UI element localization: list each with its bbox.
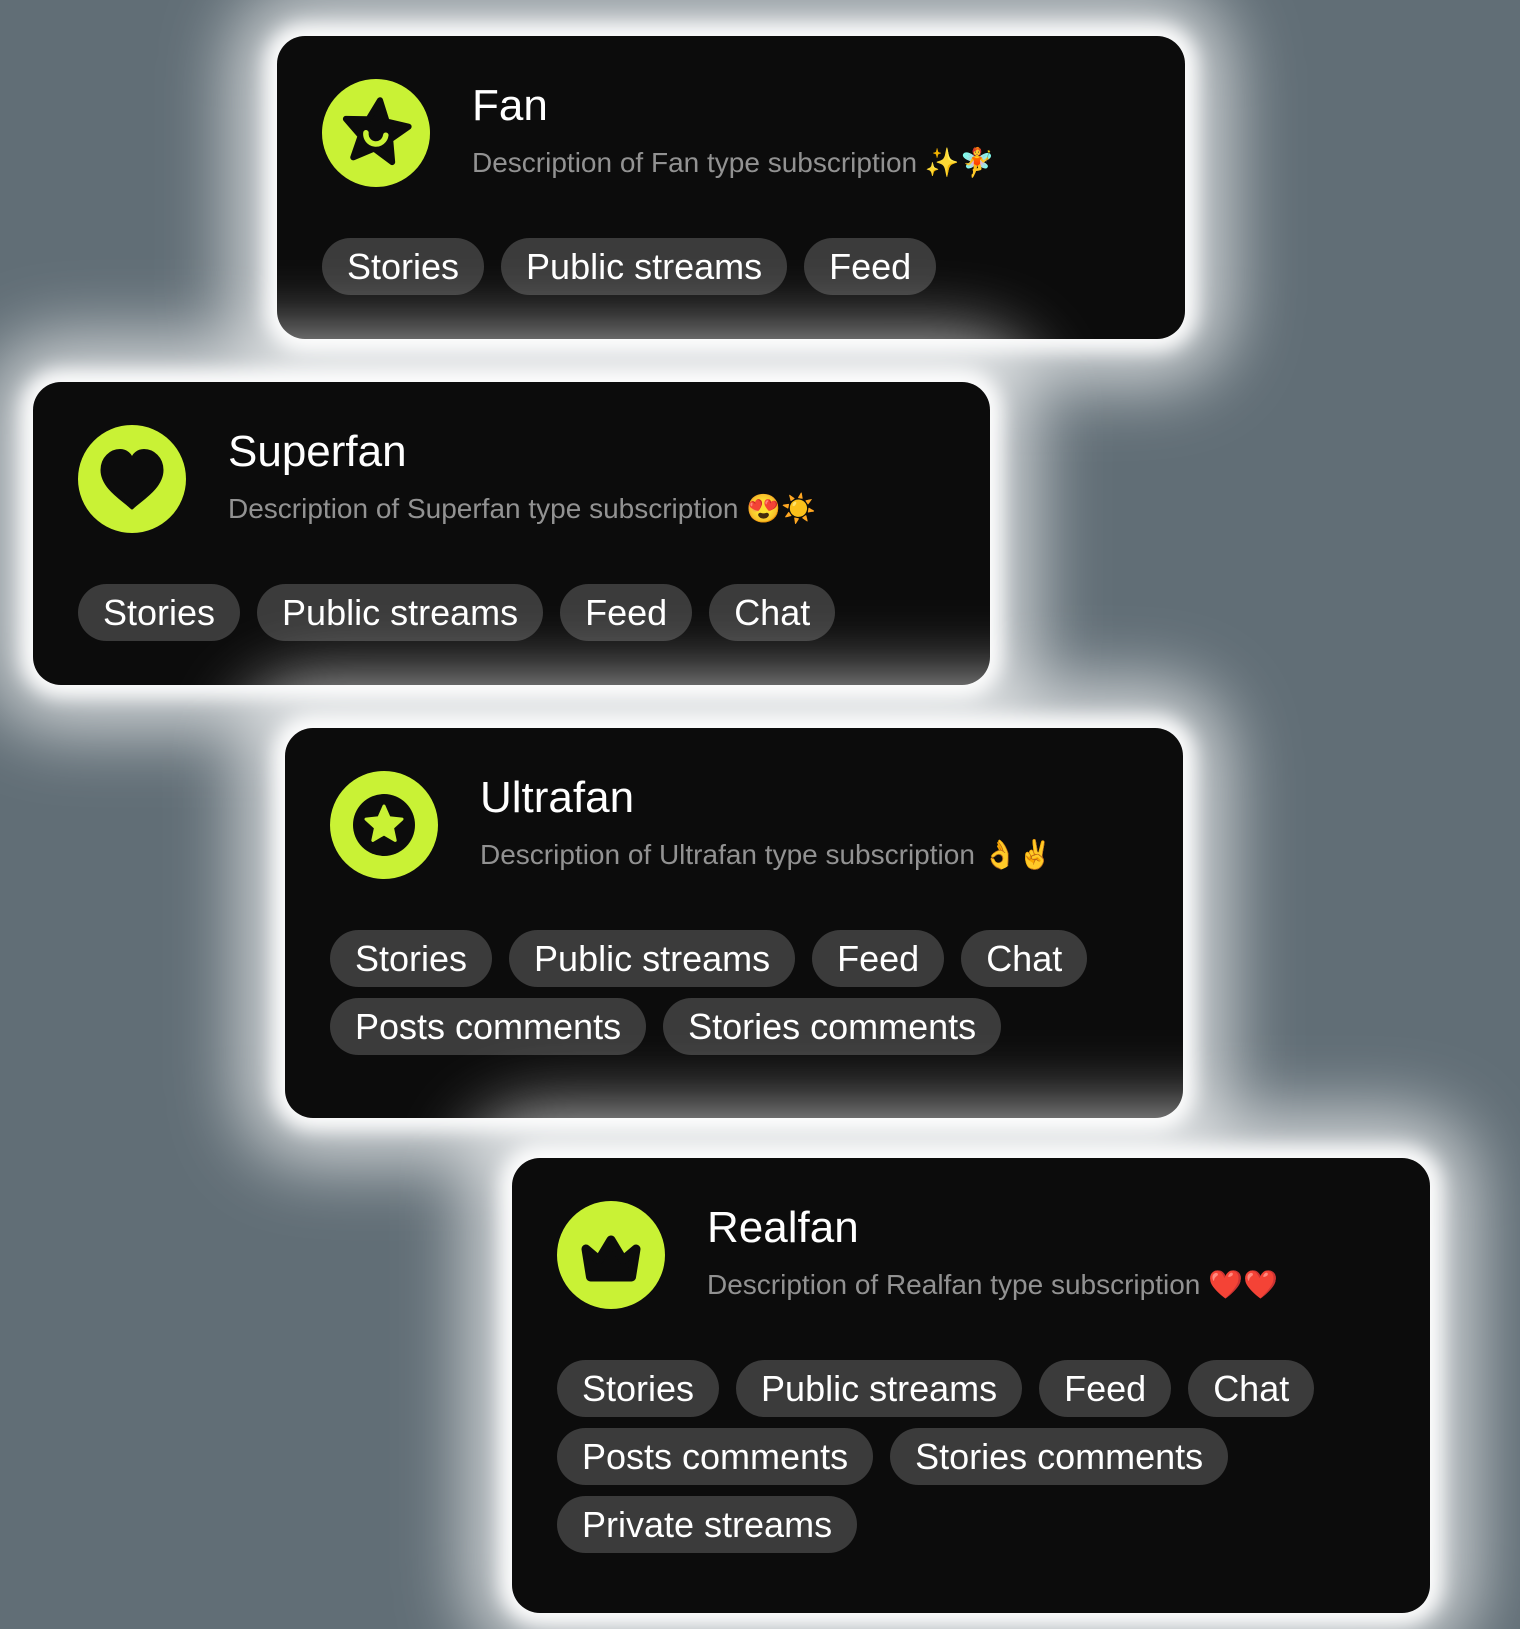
feature-chip: Stories comments: [663, 998, 1002, 1055]
card-header: Realfan Description of Realfan type subs…: [557, 1201, 1385, 1309]
feature-chip: Stories: [78, 584, 241, 641]
subscription-card-superfan[interactable]: Superfan Description of Superfan type su…: [33, 382, 990, 685]
feature-chip-row: Posts comments Stories comments: [330, 998, 1138, 1055]
feature-chip: Posts comments: [557, 1428, 874, 1485]
card-header-text: Ultrafan Description of Ultrafan type su…: [480, 771, 1052, 872]
feature-chip: Feed: [1039, 1360, 1172, 1417]
feature-chip: Public streams: [257, 584, 544, 641]
card-title: Superfan: [228, 427, 407, 476]
feature-chip: Public streams: [736, 1360, 1023, 1417]
feature-chip-list: Stories Public streams Feed: [322, 238, 1140, 295]
feature-chip: Stories comments: [890, 1428, 1229, 1485]
feature-chip: Feed: [804, 238, 937, 295]
card-header: Ultrafan Description of Ultrafan type su…: [330, 771, 1138, 879]
feature-chip: Public streams: [509, 930, 796, 987]
card-title: Fan: [472, 81, 548, 130]
feature-chip: Feed: [560, 584, 693, 641]
subscription-card-realfan[interactable]: Realfan Description of Realfan type subs…: [512, 1158, 1430, 1613]
feature-chip: Stories: [330, 930, 493, 987]
card-header-text: Superfan Description of Superfan type su…: [228, 425, 816, 526]
heart-icon: [78, 425, 186, 533]
card-title: Realfan: [707, 1203, 859, 1252]
feature-chip: Public streams: [501, 238, 788, 295]
feature-chip: Feed: [812, 930, 945, 987]
feature-chip-row: Private streams: [557, 1496, 1385, 1553]
subscription-card-fan[interactable]: Fan Description of Fan type subscription…: [277, 36, 1185, 339]
feature-chip-row: Stories Public streams Feed Chat: [557, 1360, 1385, 1417]
smiling-star-icon: [322, 79, 430, 187]
card-header: Fan Description of Fan type subscription…: [322, 79, 1140, 187]
feature-chip-row: Stories Public streams Feed Chat: [78, 584, 945, 641]
feature-chip: Posts comments: [330, 998, 647, 1055]
feature-chip-row: Stories Public streams Feed: [322, 238, 1140, 295]
card-title: Ultrafan: [480, 773, 635, 822]
feature-chip: Chat: [1188, 1360, 1315, 1417]
feature-chip-list: Stories Public streams Feed Chat: [78, 584, 945, 641]
feature-chip: Chat: [961, 930, 1088, 987]
card-header-text: Fan Description of Fan type subscription…: [472, 79, 995, 180]
crown-icon: [557, 1201, 665, 1309]
card-description: Description of Fan type subscription ✨🧚: [472, 147, 995, 178]
card-header: Superfan Description of Superfan type su…: [78, 425, 945, 533]
feature-chip-row: Stories Public streams Feed Chat: [330, 930, 1138, 987]
star-in-circle-icon: [330, 771, 438, 879]
feature-chip: Stories: [557, 1360, 720, 1417]
feature-chip: Private streams: [557, 1496, 858, 1553]
card-description: Description of Superfan type subscriptio…: [228, 493, 816, 524]
card-description: Description of Realfan type subscription…: [707, 1269, 1278, 1300]
feature-chip-row: Posts comments Stories comments: [557, 1428, 1385, 1485]
card-header-text: Realfan Description of Realfan type subs…: [707, 1201, 1278, 1302]
subscription-card-ultrafan[interactable]: Ultrafan Description of Ultrafan type su…: [285, 728, 1183, 1118]
feature-chip: Chat: [709, 584, 836, 641]
card-description: Description of Ultrafan type subscriptio…: [480, 839, 1053, 870]
feature-chip: Stories: [322, 238, 485, 295]
